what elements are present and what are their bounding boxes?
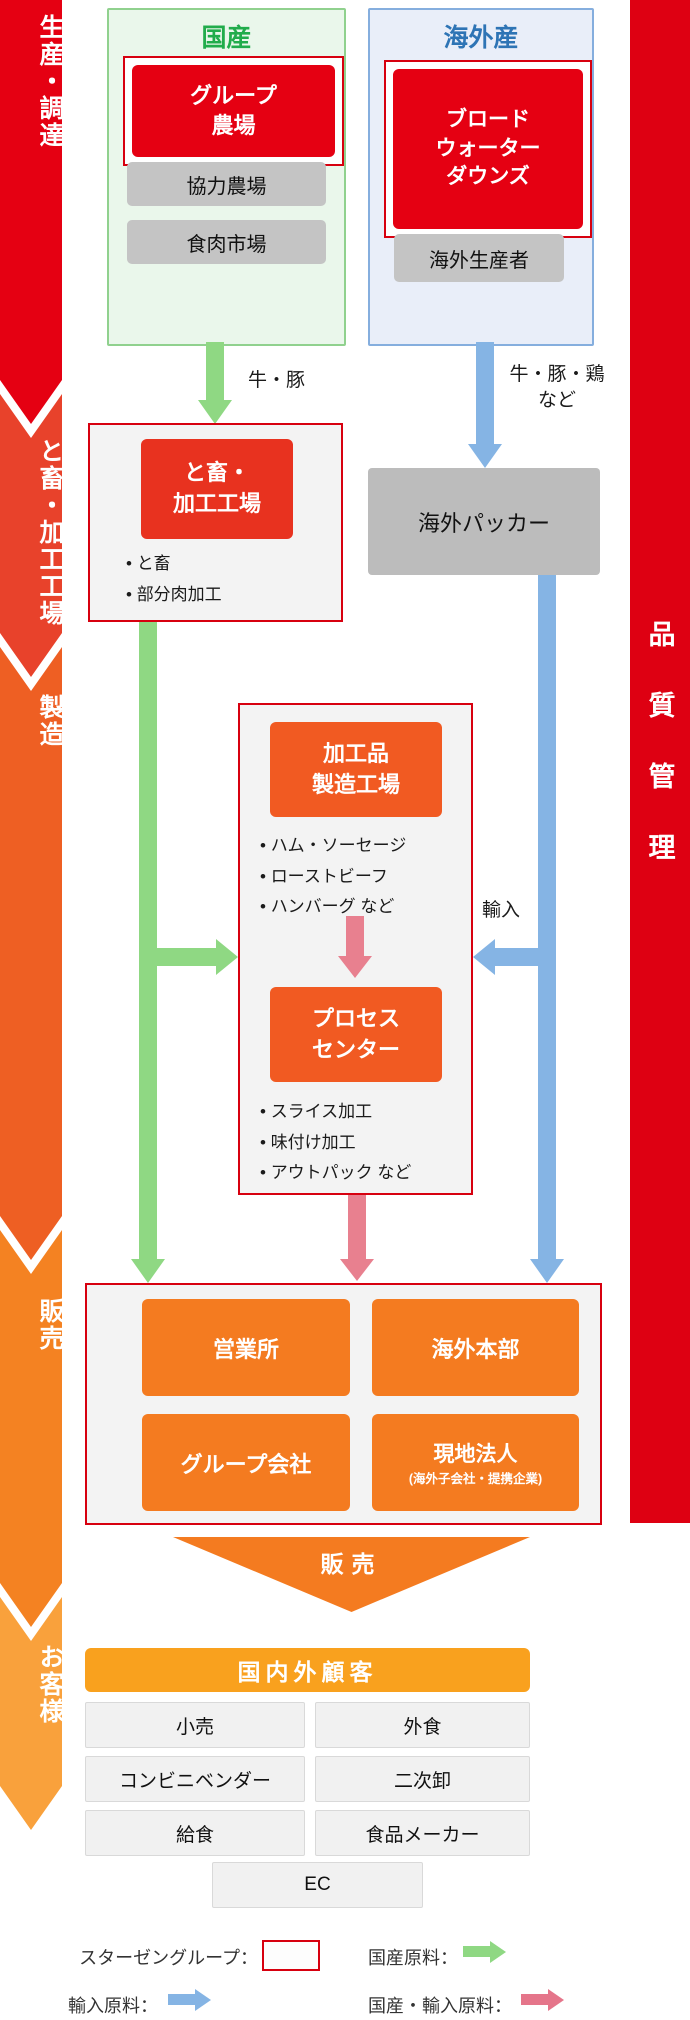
slaughter-bullet: と畜	[126, 549, 222, 580]
label-cattle-pig-chicken: 牛・豚・鶏 など	[509, 364, 605, 411]
legend-group-label: スターゼングループ：	[79, 1948, 258, 1968]
stage-label-customer: お客様	[36, 1644, 64, 1725]
customer-cell: 小売	[85, 1702, 305, 1748]
broadwater-box: ブロード ウォーター ダウンズ	[393, 69, 583, 229]
stage-label-sales: 販売	[36, 1298, 64, 1352]
group-company-box: グループ会社	[142, 1414, 350, 1511]
green-branch-shaft	[157, 948, 216, 966]
slaughter-box: と畜・ 加工工場	[141, 439, 293, 539]
customer-cell: 二次卸	[315, 1756, 530, 1802]
overseas-panel: 海外産 ブロード ウォーター ダウンズ 海外生産者	[368, 8, 594, 346]
legend-domestic-raw-label: 国産原料：	[368, 1948, 458, 1968]
chevron-slaughter	[0, 394, 62, 677]
domestic-panel: 国産 グループ 農場 協力農場 食肉市場	[107, 8, 346, 346]
partner-farm-box: 協力農場	[127, 162, 326, 206]
blue-line-packer-to-sales	[538, 575, 556, 1259]
group-farm-box: グループ 農場	[132, 65, 335, 157]
customer-cell: 食品メーカー	[315, 1810, 530, 1856]
green-arrow-domestic-head	[198, 400, 232, 424]
broadwater-wrapper: ブロード ウォーター ダウンズ	[384, 60, 592, 238]
green-line-slaughter-to-sales	[139, 622, 157, 1259]
overseas-hq-box: 海外本部	[372, 1299, 579, 1396]
pink-arrow-sales-shaft	[348, 1195, 366, 1261]
blue-import-shaft	[495, 948, 546, 966]
overseas-title: 海外産	[443, 24, 519, 52]
stage-chevron-bar	[0, 0, 62, 1830]
legend-blue-arrow-icon	[168, 1988, 211, 2011]
chevron-customer	[0, 1597, 62, 1830]
customer-cell: コンビニベンダー	[85, 1756, 305, 1802]
customers-header: 国内外顧客	[85, 1648, 530, 1692]
sales-panel: 営業所 海外本部 グループ会社 現地法人 (海外子会社・提携企業)	[85, 1283, 602, 1525]
quality-management-label: 品質管理	[644, 619, 675, 904]
group-farm-wrapper: グループ 農場	[123, 56, 344, 166]
label-cattle-pig: 牛・豚	[248, 370, 306, 391]
process-center-box: プロセス センター	[270, 987, 442, 1082]
customer-cell: 給食	[85, 1810, 305, 1856]
manufacturing-panel: 加工品 製造工場 ハム・ソーセージ ローストビーフ ハンバーグ など プロセス …	[238, 703, 473, 1195]
chevron-manufacturing	[0, 647, 62, 1260]
factory-bullet: ローストビーフ	[260, 862, 406, 893]
slaughter-panel: と畜・ 加工工場 と畜 部分肉加工	[88, 423, 343, 622]
customer-cell: 外食	[315, 1702, 530, 1748]
chevron-production	[0, 0, 62, 424]
pink-arrow-sales-head	[340, 1259, 374, 1281]
blue-arrow-sales-head	[530, 1259, 564, 1283]
stage-label-slaughter: と畜・加工工場	[36, 438, 64, 627]
blue-arrow-overseas-shaft	[476, 342, 494, 446]
legend-domestic-import-raw-label: 国産・輸入原料：	[368, 1996, 512, 2016]
sales-big-arrow-label: 販売	[320, 1551, 383, 1577]
process-center-bullet: アウトパック など	[260, 1158, 412, 1189]
factory-bullet: ハンバーグ など	[260, 892, 406, 923]
green-branch-head	[216, 939, 238, 975]
quality-management-bar: 品質管理	[630, 0, 690, 1523]
label-import: 輸入	[482, 900, 521, 921]
overseas-producer-box: 海外生産者	[394, 234, 564, 282]
local-corp-box: 現地法人 (海外子会社・提携企業)	[372, 1414, 579, 1511]
blue-arrow-overseas-head	[468, 444, 502, 468]
local-corp-note: (海外子会社・提携企業)	[408, 1472, 543, 1486]
slaughter-bullet: 部分肉加工	[126, 580, 222, 611]
legend-pink-arrow-icon	[521, 1988, 564, 2011]
green-arrow-sales-head	[131, 1259, 165, 1283]
stage-label-production: 生産・調達	[36, 14, 64, 149]
meat-market-box: 食肉市場	[127, 220, 326, 264]
legend-import-raw-label: 輸入原料：	[68, 1996, 158, 2016]
legend-group-box-sample	[262, 1940, 320, 1971]
sales-office-box: 営業所	[142, 1299, 350, 1396]
blue-import-head	[473, 939, 495, 975]
overseas-packer-box: 海外パッカー	[368, 468, 600, 575]
process-center-bullet: 味付け加工	[260, 1128, 411, 1159]
pink-arrow-factory-shaft	[346, 916, 364, 958]
stage-label-manufacturing: 製造	[36, 694, 64, 748]
process-center-bullet: スライス加工	[260, 1097, 411, 1128]
green-arrow-domestic-shaft	[206, 342, 224, 402]
customer-cell-ec: EC	[212, 1862, 423, 1908]
local-corp-title: 現地法人	[433, 1443, 518, 1466]
pink-arrow-factory-head	[338, 956, 372, 978]
legend-green-arrow-icon	[463, 1940, 506, 1963]
domestic-title: 国産	[201, 24, 252, 52]
factory-bullet: ハム・ソーセージ	[260, 831, 407, 862]
factory-box: 加工品 製造工場	[270, 722, 442, 817]
chevron-sales	[0, 1230, 62, 1627]
